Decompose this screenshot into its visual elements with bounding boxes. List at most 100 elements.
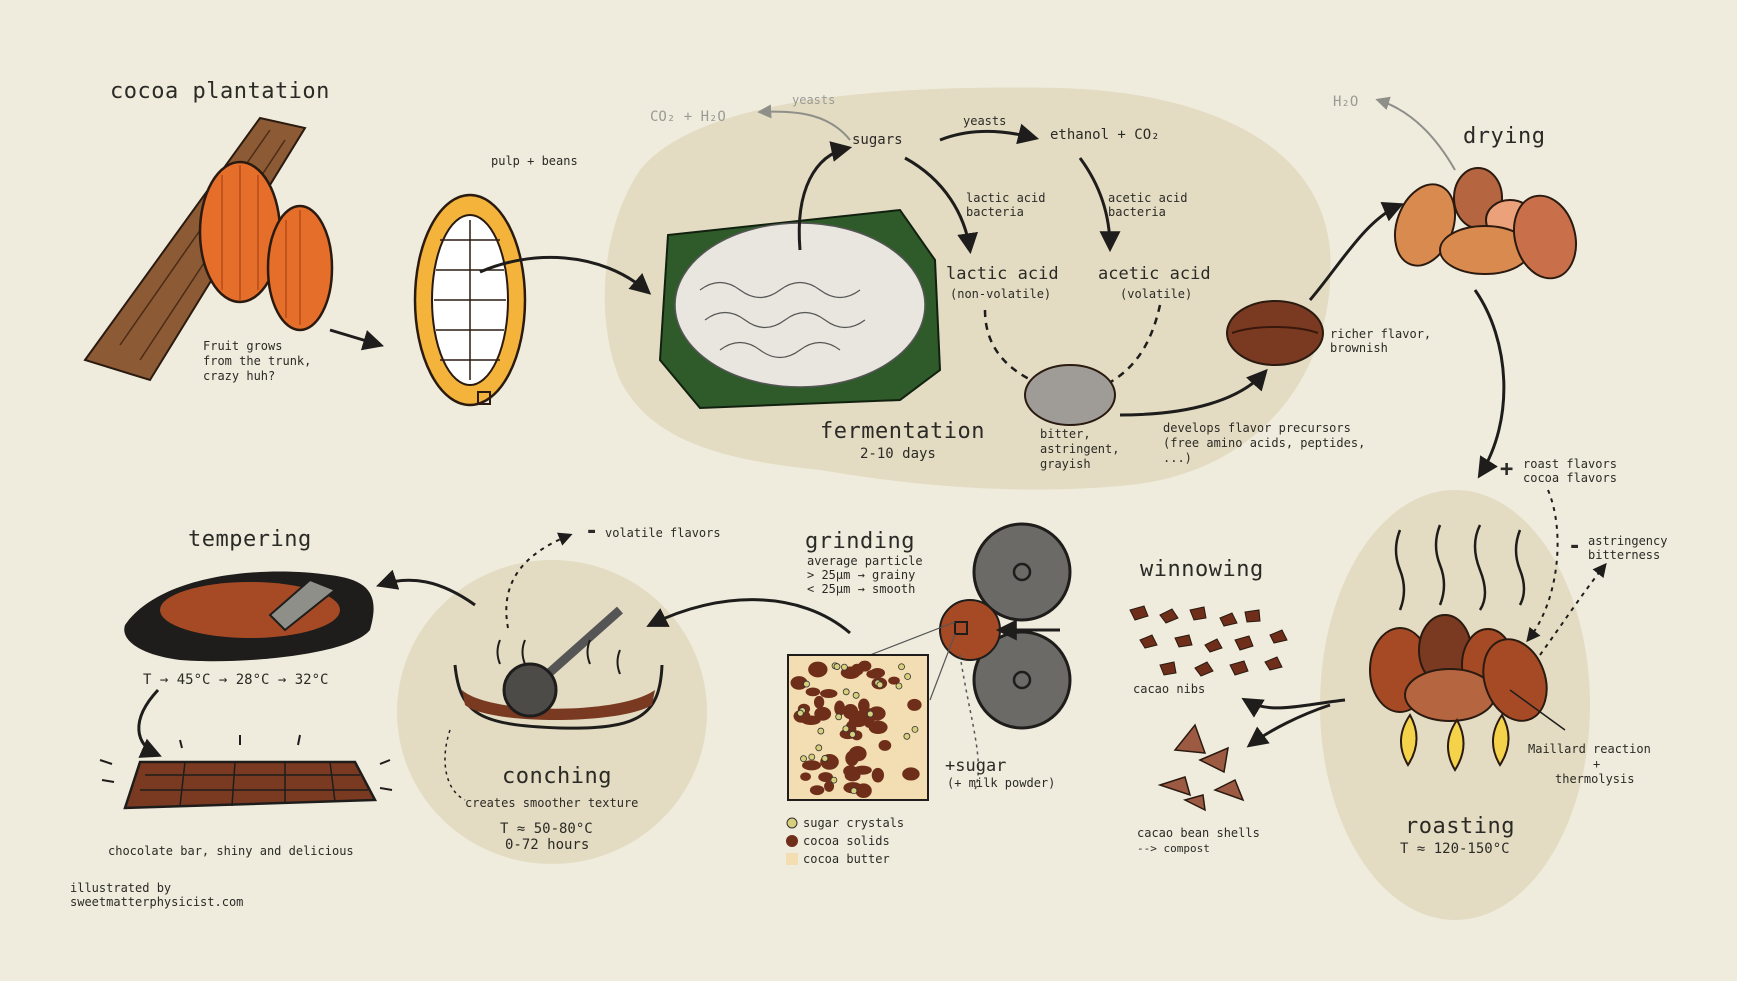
conching-title: conching — [502, 764, 612, 789]
flames — [1400, 713, 1510, 772]
bitter-line1: bitter, — [1040, 427, 1091, 441]
brown-bean — [1226, 300, 1324, 366]
dried-beans — [1394, 167, 1577, 280]
cocoa-solid-particle — [818, 772, 833, 782]
sugar-crystal-particle — [817, 727, 825, 735]
milk-powder-label: (+ milk powder) — [947, 776, 1056, 790]
roller-axle-top — [1012, 562, 1032, 582]
roast-plus-line1: roast flavors — [1523, 457, 1617, 471]
arrow-acetic-to-gray-bean — [1091, 304, 1162, 393]
volatile-flavors-arrow — [505, 532, 573, 629]
arrow-ethanol-to-acetic — [1078, 157, 1121, 253]
sugar-crystal-particle — [842, 725, 850, 733]
open-pod — [413, 193, 527, 407]
ethanol-co2-label: ethanol + CO₂ — [1050, 127, 1160, 143]
roasting-temp: T ≈ 120-150°C — [1400, 841, 1510, 857]
conche-roller — [502, 662, 558, 718]
cocoa-solid-particle — [809, 785, 825, 796]
sugar-crystal-particle — [895, 682, 903, 690]
arrow-gray-to-brown — [1119, 368, 1268, 417]
legend-sugar-crystals: sugar crystals — [803, 816, 905, 830]
grinding-particle-line1: average particle — [807, 554, 923, 568]
gray-bean — [1024, 364, 1116, 426]
credit-line1: illustrated by — [70, 881, 172, 895]
winnowing-title: winnowing — [1140, 557, 1264, 582]
arrow-sugars-to-ethanol — [939, 123, 1040, 145]
smoother-dotted-pointer — [444, 729, 466, 801]
aab-line1: acetic acid — [1108, 191, 1188, 205]
sugar-crystal-particle — [842, 688, 850, 696]
sugar-crystal-particle — [898, 663, 905, 671]
roast-plus-line2: cocoa flavors — [1523, 471, 1617, 485]
grinding-title: grinding — [805, 529, 915, 554]
precursors-line3: ...) — [1163, 451, 1192, 465]
fermentation-days: 2-10 days — [860, 446, 936, 462]
sugars-label: sugars — [852, 132, 903, 148]
tempering-title: tempering — [188, 527, 312, 552]
cocoa-solid-particle — [814, 706, 832, 721]
arrow-conching-to-tempering — [376, 569, 476, 607]
arrow-sugars-to-lactic — [904, 156, 979, 255]
particle-dots — [790, 660, 922, 799]
legend-sugar-dot — [786, 817, 798, 829]
drying-h2o-label: H₂O — [1333, 94, 1359, 110]
cocoa-solid-particle — [888, 676, 900, 685]
roast-minus-arrow — [1539, 562, 1607, 656]
roast-plus-sign: + — [1500, 457, 1514, 482]
cocoa-solid-particle — [824, 780, 835, 792]
cocoa-solid-particle — [871, 767, 885, 783]
lab-line2: bacteria — [966, 205, 1024, 219]
arrow-grinding-to-conching — [646, 598, 851, 635]
conching-smoother-label: creates smoother texture — [465, 796, 639, 810]
cocoa-solid-particle — [811, 663, 823, 672]
conche-steam — [496, 639, 621, 675]
compost-label: --> compost — [1137, 842, 1210, 855]
cocoa-solid-particle — [805, 687, 821, 697]
legend-cocoa-butter: cocoa butter — [803, 852, 890, 866]
sugar-crystal-particle — [903, 732, 911, 740]
sugar-crystal-particle — [835, 713, 843, 721]
sugar-crystal-particle — [803, 680, 810, 688]
tempering-slab — [124, 571, 374, 662]
yeasts-left-label: yeasts — [792, 93, 836, 107]
roast-minus-line1: astringency — [1588, 534, 1668, 548]
heat-waves — [1394, 524, 1526, 611]
sugar-crystal-particle — [821, 755, 829, 762]
maillard-line2: + — [1593, 757, 1601, 771]
conching-hours: 0-72 hours — [505, 837, 590, 853]
maillard-pointer — [1509, 689, 1566, 731]
aab-line2: bacteria — [1108, 205, 1166, 219]
zoom-line-b — [929, 633, 956, 701]
cocoa-solid-particle — [802, 760, 821, 771]
lab-line1: lactic acid — [966, 191, 1046, 205]
arrow-drying-h2o — [1375, 96, 1456, 171]
cocoa-solid-particle — [868, 720, 888, 735]
cacao-nibs-label: cacao nibs — [1133, 682, 1206, 696]
maillard-line1: Maillard reaction — [1528, 742, 1651, 756]
plantation-note-line1: Fruit grows — [203, 339, 283, 353]
cocoa-solid-particle — [820, 689, 838, 699]
bitter-line2: astringent, — [1040, 442, 1120, 456]
cocoa-solid-particle — [902, 767, 920, 781]
richer-line1: richer flavor, — [1330, 327, 1432, 341]
sugar-crystal-particle — [796, 709, 804, 717]
fermenting-beans-pile — [658, 208, 942, 410]
sugar-crystal-particle — [866, 710, 874, 718]
sugar-crystal-particle — [852, 691, 860, 699]
cocoa-solid-particle — [813, 695, 825, 709]
grinder-roller-bottom — [972, 630, 1072, 730]
cocoa-solid-particle — [853, 765, 872, 775]
cocoa-solid-particle — [878, 740, 892, 751]
cocoa-solid-particle — [855, 783, 872, 799]
arrow-plantation-to-pod — [329, 328, 385, 351]
legend-solids-dot — [786, 835, 798, 847]
co2-h2o-label: CO₂ + H₂O — [650, 109, 726, 125]
yeasts-right-label: yeasts — [963, 114, 1007, 128]
acetic-acid-sub: (volatile) — [1120, 287, 1193, 301]
volatile-flavors-label: volatile flavors — [605, 526, 721, 540]
chocolate-bar-label: chocolate bar, shiny and delicious — [108, 844, 354, 858]
precursors-line1: develops flavor precursors — [1163, 421, 1351, 435]
arrow-pod-to-fermentation — [479, 255, 652, 295]
roast-minus-sign: - — [1568, 534, 1582, 559]
